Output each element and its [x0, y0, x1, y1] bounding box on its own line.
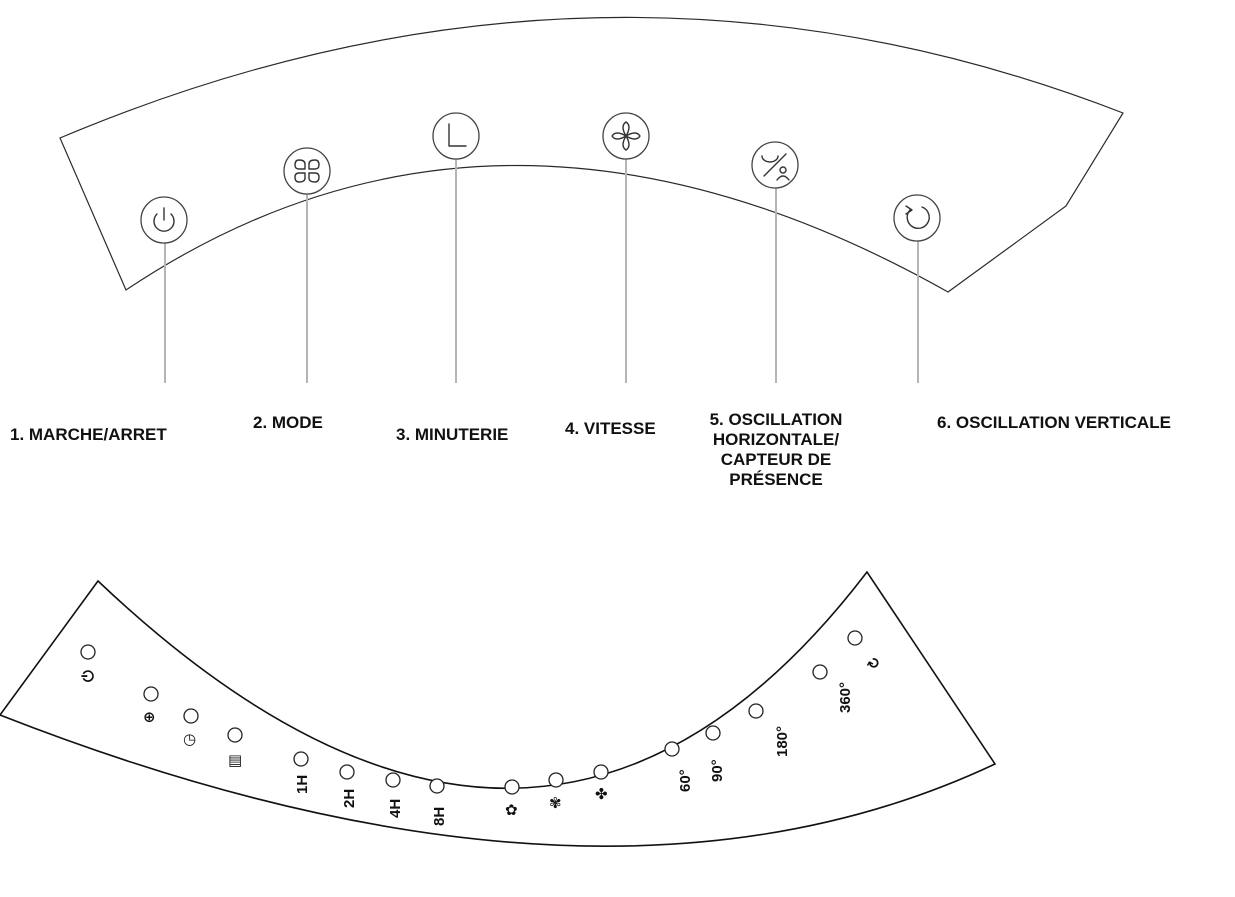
angle-label-90: 90° [709, 759, 726, 782]
angle-led-90 [705, 725, 721, 741]
mode-led-1 [143, 686, 159, 702]
timer-label-2h: 2H [341, 789, 358, 808]
timer-led-4h [385, 772, 401, 788]
speed-led-1 [504, 779, 520, 795]
callout-horizontal-line4: PRÉSENCE [729, 470, 823, 489]
timer-led-2h [339, 764, 355, 780]
power-led [80, 644, 96, 660]
timer-led-8h [429, 778, 445, 794]
speed-button[interactable] [602, 112, 650, 160]
timer-icon [448, 123, 467, 147]
vertical-oscillation-button[interactable] [893, 194, 941, 242]
timer-button[interactable] [432, 112, 480, 160]
fan-icon [611, 121, 641, 151]
oscillation-presence-icon [761, 153, 790, 181]
power-icon [153, 207, 175, 232]
timer-label-1h: 1H [294, 775, 311, 794]
mode-led-2 [183, 708, 199, 724]
speed-led-1-icon: ✿ [505, 801, 518, 819]
callout-timer: 3. MINUTERIE [396, 425, 509, 444]
callout-horizontal-line1: 5. OSCILLATION [709, 410, 843, 429]
horizontal-oscillation-button[interactable] [751, 141, 799, 189]
callout-horizontal: 5. OSCILLATION HORIZONTALE/ CAPTEUR DE P… [688, 410, 864, 490]
timer-label-8h: 8H [431, 807, 448, 826]
timer-label-4h: 4H [387, 799, 404, 818]
callout-vertical: 6. OSCILLATION VERTICALE [937, 413, 1171, 432]
callout-speed: 4. VITESSE [565, 419, 656, 438]
mode-led-3-icon: ▤ [228, 751, 242, 769]
callout-power: 1. MARCHE/ARRET [10, 425, 167, 444]
vertical-oscillation-icon [905, 205, 930, 229]
angle-led-60 [664, 741, 680, 757]
indicator-panel-outline [0, 570, 997, 847]
mode-button[interactable] [283, 147, 331, 195]
speed-led-3 [593, 764, 609, 780]
callout-horizontal-line3: CAPTEUR DE [720, 450, 832, 469]
mode-led-1-icon: ⊕ [143, 708, 156, 726]
speed-led-2 [548, 772, 564, 788]
angle-label-360: 360° [837, 682, 854, 713]
power-led-icon: ⏻ [79, 670, 97, 682]
angle-label-60: 60° [677, 769, 694, 792]
mode-icon [294, 159, 320, 183]
power-button[interactable] [140, 196, 188, 244]
speed-led-3-icon: ✤ [595, 785, 608, 803]
vertical-osc-led [847, 630, 863, 646]
callout-horizontal-line2: HORIZONTALE/ [712, 430, 840, 449]
speed-led-2-icon: ✾ [549, 794, 562, 812]
angle-led-180 [748, 703, 764, 719]
angle-led-360 [812, 664, 828, 680]
angle-label-180: 180° [774, 726, 791, 757]
top-panel-outline [59, 16, 1124, 293]
callout-mode: 2. MODE [253, 413, 323, 432]
timer-led-1h [293, 751, 309, 767]
mode-led-3 [227, 727, 243, 743]
mode-led-2-icon: ◷ [183, 730, 196, 748]
